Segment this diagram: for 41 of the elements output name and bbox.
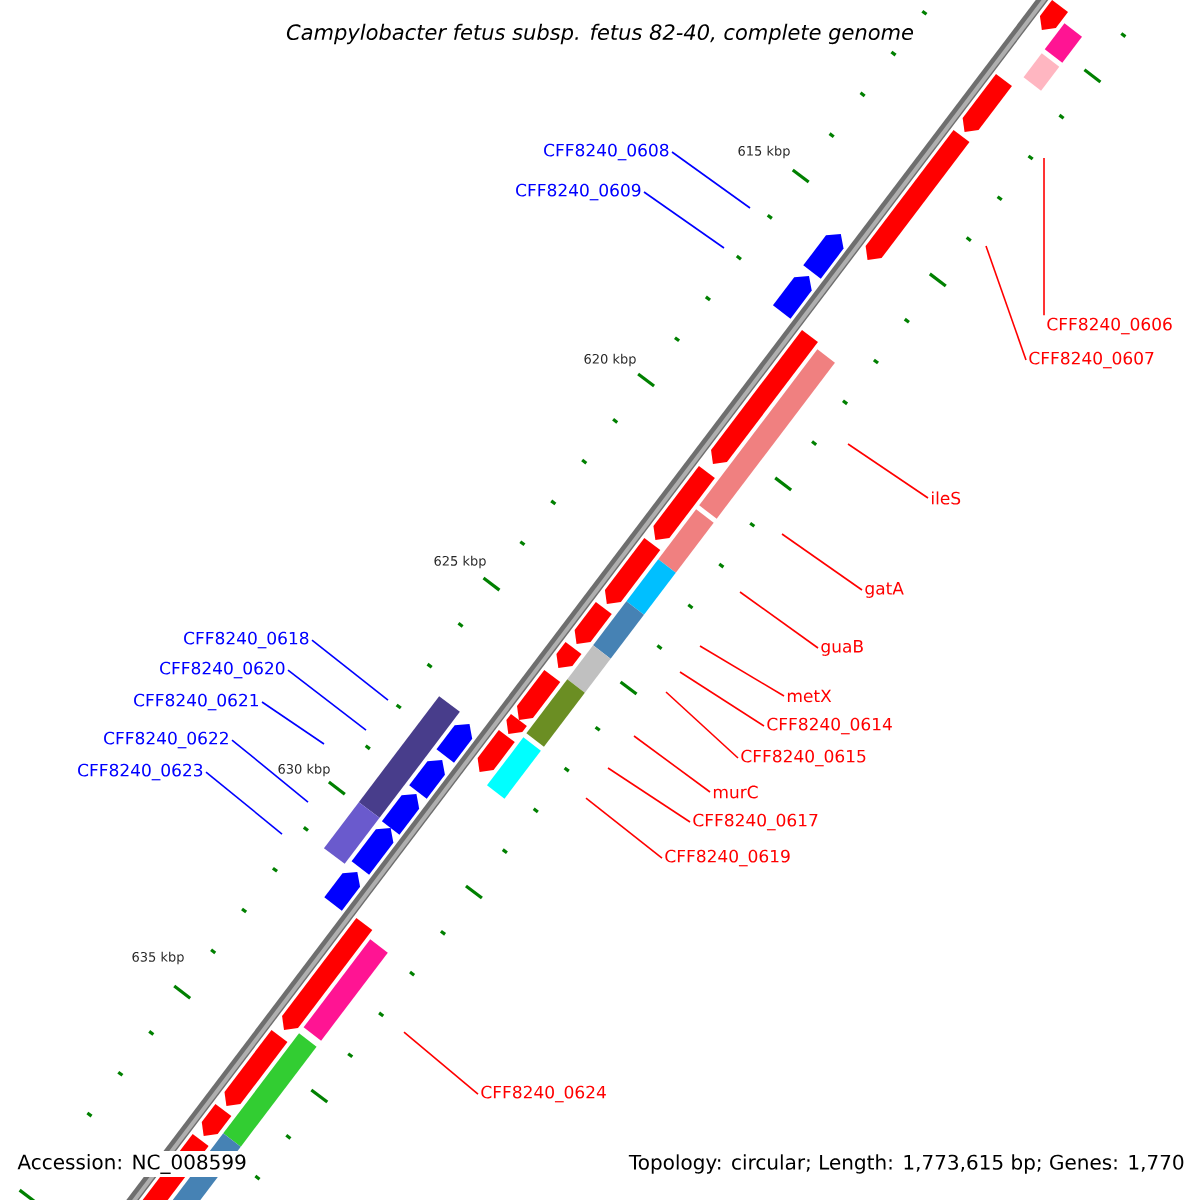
leader-line [287, 669, 367, 731]
gene-label: CFF8240_0618 [184, 631, 309, 649]
gene-label: CFF8240_0617 [693, 813, 818, 831]
leader-line [585, 797, 663, 859]
gene-label: metX [787, 689, 832, 703]
leader-line [781, 533, 863, 591]
leader-line [1043, 157, 1045, 317]
leader-line [847, 443, 929, 499]
leader-line [643, 191, 725, 249]
leader-line [311, 639, 389, 701]
gene-label: gatA [865, 582, 904, 598]
gene-label: CFF8240_0619 [665, 849, 790, 867]
leader-line [633, 735, 711, 793]
leader-line [679, 671, 765, 727]
gene-label: CFF8240_0607 [1029, 351, 1154, 369]
leader-line [607, 767, 691, 823]
gene-label: CFF8240_0606 [1047, 317, 1172, 335]
leader-line [231, 739, 309, 803]
gene-label: CFF8240_0609 [516, 183, 641, 201]
leader-line [205, 771, 283, 835]
leader-line [671, 151, 751, 209]
gene-label: CFF8240_0623 [78, 763, 203, 781]
leader-line [699, 645, 785, 697]
gene-label: CFF8240_0608 [544, 143, 669, 161]
leader-line [403, 1031, 479, 1095]
leader-line [261, 701, 325, 745]
gene-label: ileS [932, 491, 961, 505]
leader-line [739, 591, 819, 649]
leader-line [665, 691, 739, 759]
gene-label: CFF8240_0622 [104, 731, 228, 749]
gene-label: CFF8240_0614 [767, 717, 892, 735]
leader-line [985, 245, 1027, 361]
title: Campylobacter fetus subsp. fetus 82-40, complete genome [283, 20, 917, 48]
gene-label: CFF8240_0615 [741, 749, 866, 767]
gene-label: CFF8240_0621 [134, 693, 258, 711]
gene-label: murC [713, 785, 758, 799]
genome-info-text: Topology: circular; Length: 1,773,615 bp; Genes: 1,770 [625, 1151, 1188, 1177]
gene-label: CFF8240_0620 [160, 661, 285, 679]
gene-label: CFF8240_0624 [481, 1085, 606, 1103]
accession-text: Accession: NC_008599 [14, 1151, 250, 1177]
gene-label: guaB [821, 640, 863, 656]
